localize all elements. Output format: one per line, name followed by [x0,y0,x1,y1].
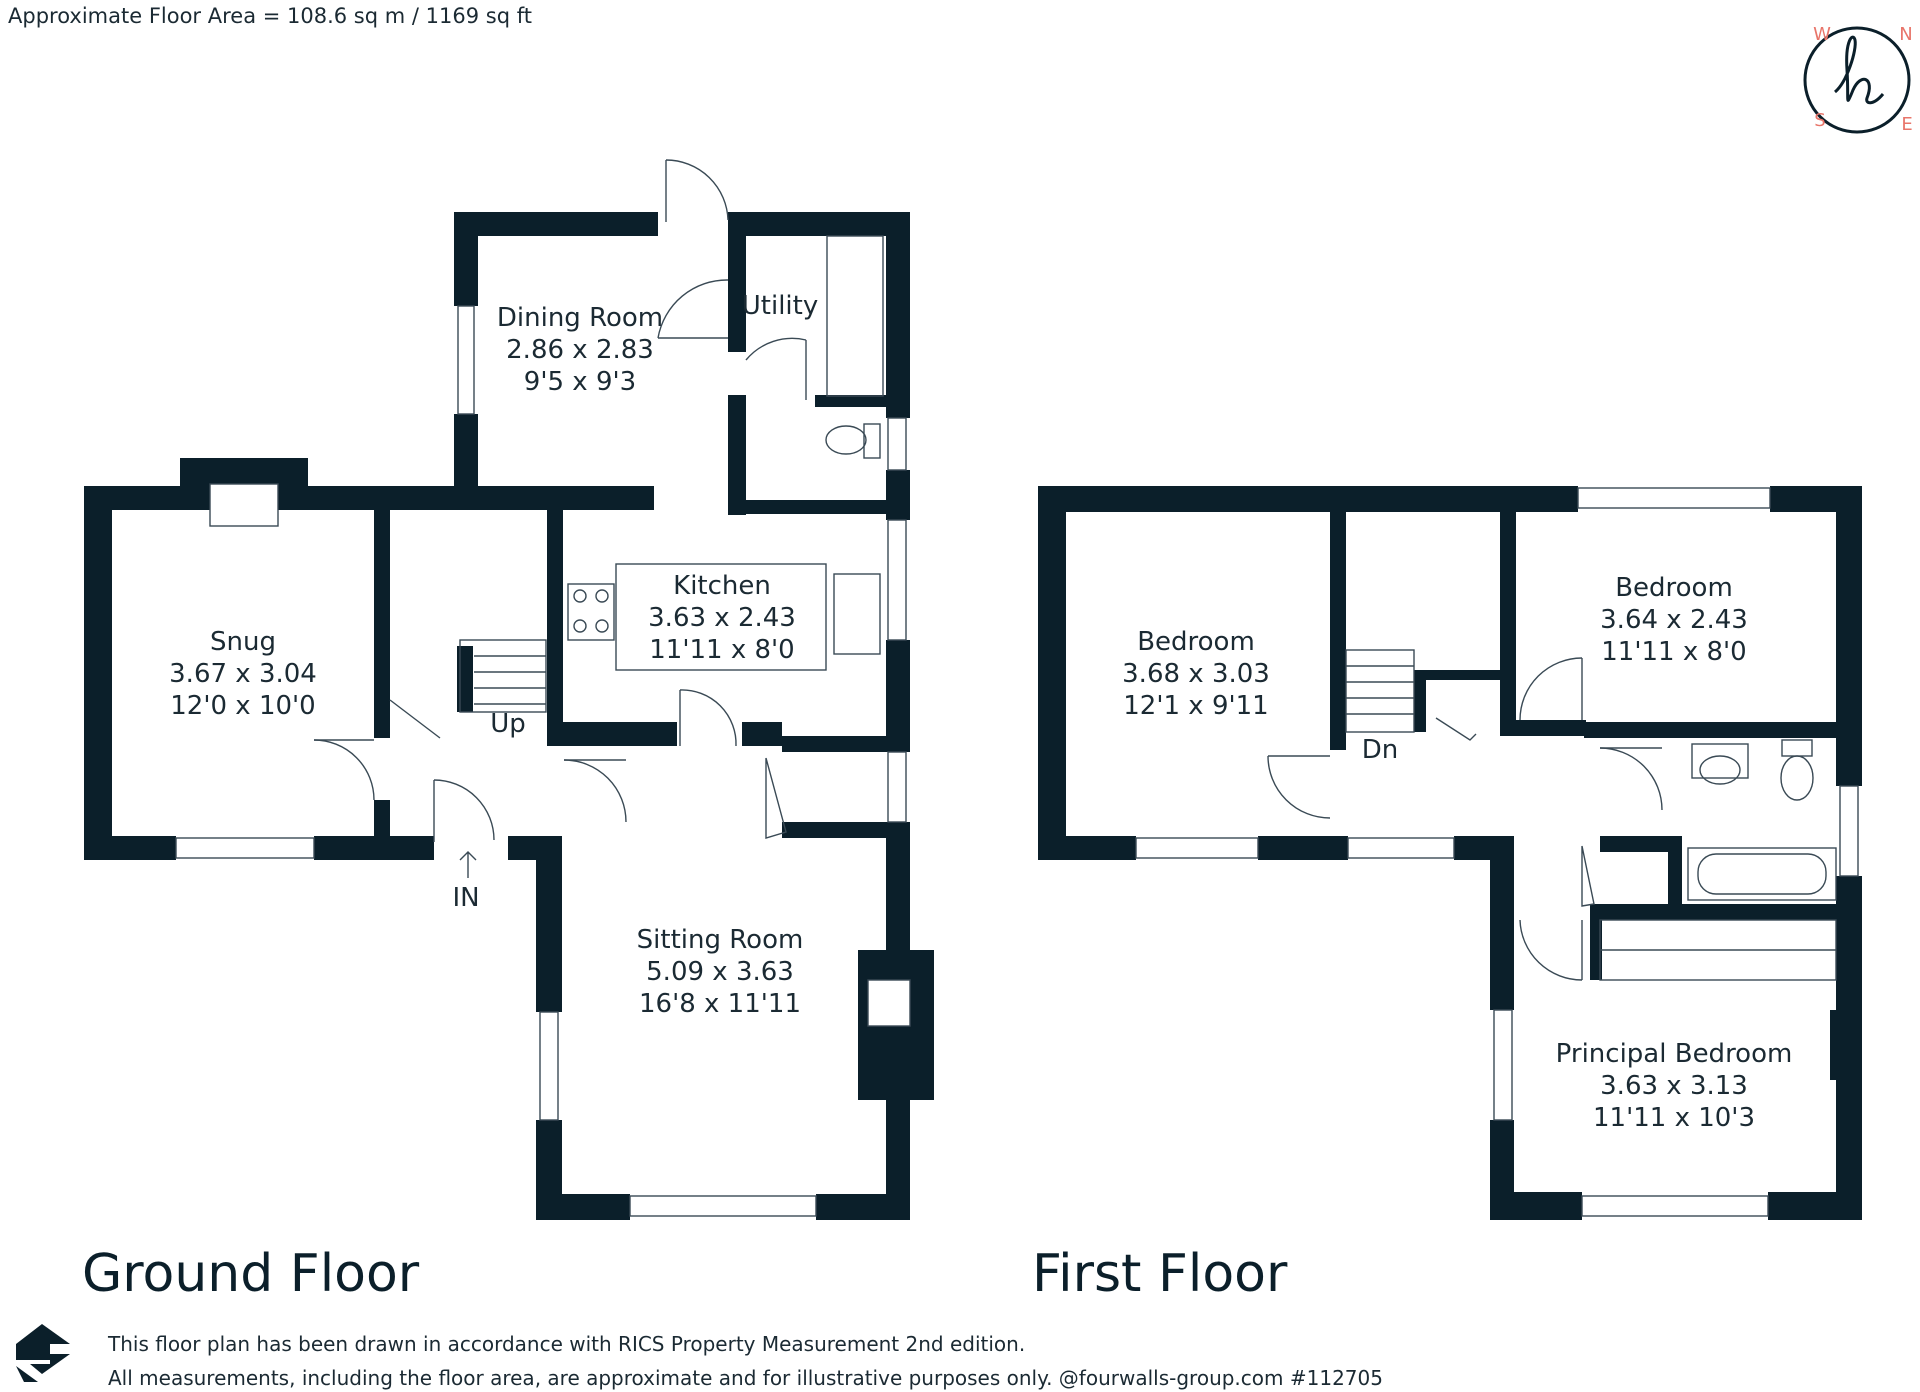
bedroom-right-metric: 3.64 x 2.43 [1600,605,1748,635]
snug-imperial: 12'0 x 10'0 [170,691,315,721]
floor-area-text: Approximate Floor Area = 108.6 sq m / 11… [8,4,532,28]
ground-floor-labels: Dining Room 2.86 x 2.83 9'5 x 9'3 Utilit… [169,291,818,1019]
first-floor-details [1267,649,1837,981]
utility-name: Utility [742,291,818,321]
first-floor-title: First Floor [1032,1244,1288,1304]
snug-metric: 3.67 x 3.04 [169,659,317,689]
sitting-room-metric: 5.09 x 3.63 [646,957,794,987]
stairs-up-label: Up [490,709,526,739]
bedroom-right-imperial: 11'11 x 8'0 [1601,637,1746,667]
entrance-label: IN [452,883,479,913]
snug-name: Snug [210,627,276,657]
bedroom-left-metric: 3.68 x 3.03 [1122,659,1270,689]
compass-w: W [1813,24,1831,45]
compass-e: E [1901,114,1912,135]
disclaimer-line-1: This floor plan has been drawn in accord… [108,1332,1026,1356]
dining-room-imperial: 9'5 x 9'3 [524,367,636,397]
bedroom-right-name: Bedroom [1615,573,1733,603]
sitting-room-imperial: 16'8 x 11'11 [639,989,801,1019]
compass-s: S [1814,110,1825,131]
bedroom-left-name: Bedroom [1137,627,1255,657]
stairs-down-label: Dn [1362,735,1399,765]
first-floor-walls [1038,486,1862,1220]
principal-bedroom-metric: 3.63 x 3.13 [1600,1071,1748,1101]
ground-floor-title: Ground Floor [82,1244,420,1304]
ground-floor-windows [175,305,907,1217]
kitchen-imperial: 11'11 x 8'0 [649,635,794,665]
first-floor-windows [1135,487,1859,1217]
ground-floor-details [313,159,884,878]
dining-room-name: Dining Room [497,303,663,333]
fourwalls-logo-icon [16,1324,70,1382]
first-floor-labels: Bedroom 3.68 x 3.03 12'1 x 9'11 Bedroom … [1122,573,1792,1133]
dining-room-metric: 2.86 x 2.83 [506,335,654,365]
kitchen-metric: 3.63 x 2.43 [648,603,796,633]
sitting-room-name: Sitting Room [637,925,804,955]
bedroom-left-imperial: 12'1 x 9'11 [1123,691,1268,721]
kitchen-name: Kitchen [673,571,771,601]
principal-bedroom-name: Principal Bedroom [1556,1039,1793,1069]
disclaimer-line-2: All measurements, including the floor ar… [108,1366,1383,1390]
compass-n: N [1899,24,1912,45]
principal-bedroom-imperial: 11'11 x 10'3 [1593,1103,1755,1133]
compass-logo-icon: W N S E [1803,24,1913,135]
